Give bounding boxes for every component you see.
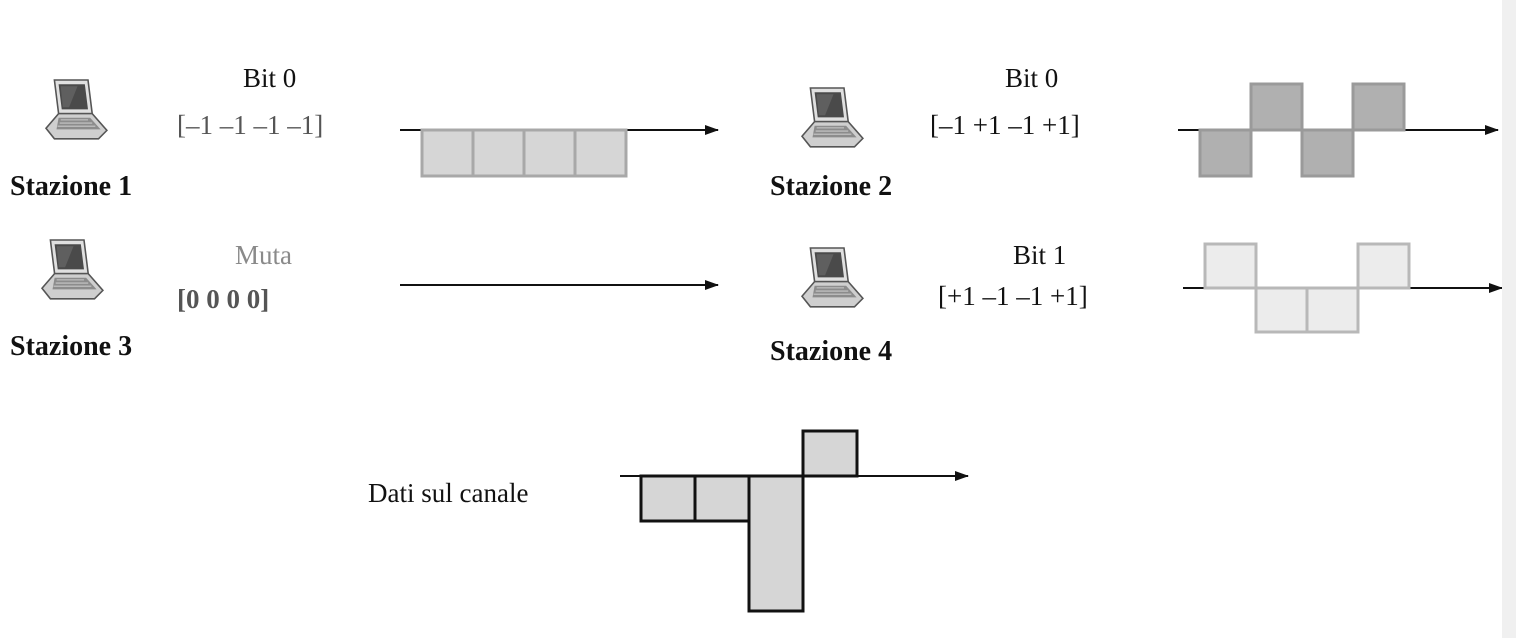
station-3-bit-label: Muta <box>235 240 292 270</box>
station-1-code: [–1 –1 –1 –1] <box>177 110 323 140</box>
station-2-label: Stazione 2 <box>770 171 892 202</box>
laptop-icon <box>45 79 108 140</box>
station-4-bit-label: Bit 1 <box>1013 240 1066 270</box>
station-1-waveform <box>420 128 628 178</box>
channel-group: Dati sul canale <box>368 429 969 613</box>
chip-bar <box>522 128 577 178</box>
chip-bar <box>420 128 475 178</box>
chip-bar <box>693 474 751 523</box>
station-3-group: Stazione 3 Muta [0 0 0 0] <box>10 239 719 362</box>
chip-bar <box>573 128 628 178</box>
chip-bar <box>1254 286 1309 334</box>
chip-bar <box>1249 82 1304 132</box>
station-3-code: [0 0 0 0] <box>177 284 269 314</box>
station-2-group: Stazione 2 Bit 0 [–1 +1 –1 +1] <box>770 63 1499 202</box>
chip-bar <box>1203 242 1258 290</box>
channel-label: Dati sul canale <box>368 478 528 508</box>
chip-bar <box>747 474 805 613</box>
chip-bar <box>801 429 859 478</box>
chip-bar <box>471 128 526 178</box>
station-1-bit-label: Bit 0 <box>243 63 296 93</box>
chip-bar <box>1305 286 1360 334</box>
station-2-bit-label: Bit 0 <box>1005 63 1058 93</box>
station-4-group: Stazione 4 Bit 1 [+1 –1 –1 +1] <box>770 240 1502 367</box>
chip-bar <box>1356 242 1411 290</box>
station-1-label: Stazione 1 <box>10 171 132 202</box>
station-4-code: [+1 –1 –1 +1] <box>938 281 1088 311</box>
scrollbar-track[interactable] <box>1502 0 1516 638</box>
laptop-icon <box>41 239 104 300</box>
station-3-label: Stazione 3 <box>10 331 132 362</box>
station-2-code: [–1 +1 –1 +1] <box>930 110 1080 140</box>
station-4-label: Stazione 4 <box>770 336 892 367</box>
chip-bar <box>1351 82 1406 132</box>
channel-waveform <box>639 429 859 613</box>
station-4-waveform <box>1203 242 1411 334</box>
station-1-group: Stazione 1 Bit 0 [–1 –1 –1 –1] <box>10 63 719 202</box>
chip-bar <box>1198 128 1253 178</box>
station-2-waveform <box>1198 82 1406 178</box>
chip-bar <box>639 474 697 523</box>
chip-bar <box>1300 128 1355 178</box>
laptop-icon <box>801 247 864 308</box>
laptop-icon <box>801 87 864 148</box>
